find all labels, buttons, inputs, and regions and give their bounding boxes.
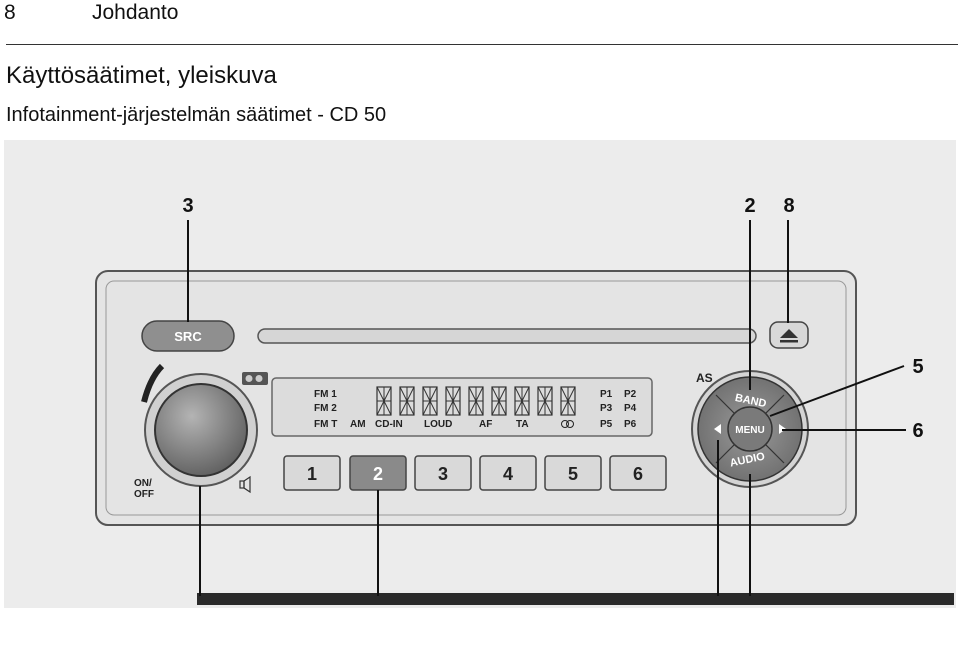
section-title: Johdanto xyxy=(92,1,179,24)
as-label: AS xyxy=(696,371,713,385)
display-p3: P3 xyxy=(600,403,613,414)
segment-digit xyxy=(376,386,392,416)
display-ta: TA xyxy=(516,419,529,430)
callout-8: 8 xyxy=(783,195,794,217)
preset-button-1[interactable] xyxy=(283,455,341,491)
display-p6: P6 xyxy=(624,419,637,430)
display-fm2: FM 2 xyxy=(314,403,337,414)
page-title: Käyttösäätimet, yleiskuva xyxy=(6,62,277,89)
preset-button-5[interactable] xyxy=(544,455,602,491)
display-p5: P5 xyxy=(600,419,613,430)
src-label: SRC xyxy=(174,329,202,344)
display-af: AF xyxy=(479,419,492,430)
page-number: 8 xyxy=(4,1,16,24)
on-off-label-1: ON/ xyxy=(134,478,152,489)
segment-digit xyxy=(560,386,576,416)
segment-digit xyxy=(468,386,484,416)
callout-3: 3 xyxy=(182,195,193,217)
preset-label-5: 5 xyxy=(568,464,578,484)
segment-digits xyxy=(376,386,576,416)
display-am: AM xyxy=(350,419,366,430)
menu-button[interactable] xyxy=(727,406,773,452)
preset-button-4[interactable] xyxy=(479,455,537,491)
callout-6: 6 xyxy=(912,420,923,442)
segment-digit xyxy=(491,386,507,416)
preset-label-6: 6 xyxy=(633,464,643,484)
segment-digit xyxy=(422,386,438,416)
preset-label-4: 4 xyxy=(503,464,513,484)
stereo-icon xyxy=(561,420,574,428)
preset-button-6[interactable] xyxy=(609,455,667,491)
volume-arc-icon xyxy=(141,363,165,403)
faceplate-inner-edge xyxy=(105,280,847,516)
display-p1: P1 xyxy=(600,389,613,400)
page-subtitle: Infotainment-järjestelmän säätimet - CD … xyxy=(6,104,387,126)
display-fm1: FM 1 xyxy=(314,389,337,400)
preset-buttons: 1 2 3 4 5 6 xyxy=(283,455,667,491)
arrow-left-icon[interactable] xyxy=(714,424,721,434)
on-off-label-2: OFF xyxy=(134,489,154,500)
cd-slot[interactable] xyxy=(257,328,757,344)
preset-label-3: 3 xyxy=(438,464,448,484)
menu-label: MENU xyxy=(735,425,764,436)
display-cd-in: CD-IN xyxy=(375,419,403,430)
segment-digit xyxy=(514,386,530,416)
compact-disc-logo-icon xyxy=(242,372,268,385)
header-divider xyxy=(6,44,958,45)
display-p2: P2 xyxy=(624,389,637,400)
eject-icon xyxy=(780,329,798,338)
segment-digit xyxy=(537,386,553,416)
lcd-display xyxy=(271,377,653,437)
callout-2: 2 xyxy=(744,195,755,217)
display-fmt: FM T xyxy=(314,419,337,430)
display-loud: LOUD xyxy=(424,419,452,430)
mute-speaker-icon xyxy=(239,475,251,494)
preset-label-1: 1 xyxy=(307,464,317,484)
display-p4: P4 xyxy=(624,403,637,414)
callout-5: 5 xyxy=(912,356,923,378)
bottom-strip xyxy=(197,593,954,605)
segment-digit xyxy=(399,386,415,416)
preset-label-2: 2 xyxy=(373,464,383,484)
callout-lines xyxy=(187,220,906,596)
segment-digit xyxy=(445,386,461,416)
volume-knob[interactable] xyxy=(154,383,248,477)
radio-illustration: SRC ON/ OFF FM 1 FM 2 FM T AM CD-IN LOUD… xyxy=(4,140,956,608)
radio-diagram: SRC ON/ OFF FM 1 FM 2 FM T AM CD-IN LOUD… xyxy=(95,195,954,605)
preset-button-3[interactable] xyxy=(414,455,472,491)
